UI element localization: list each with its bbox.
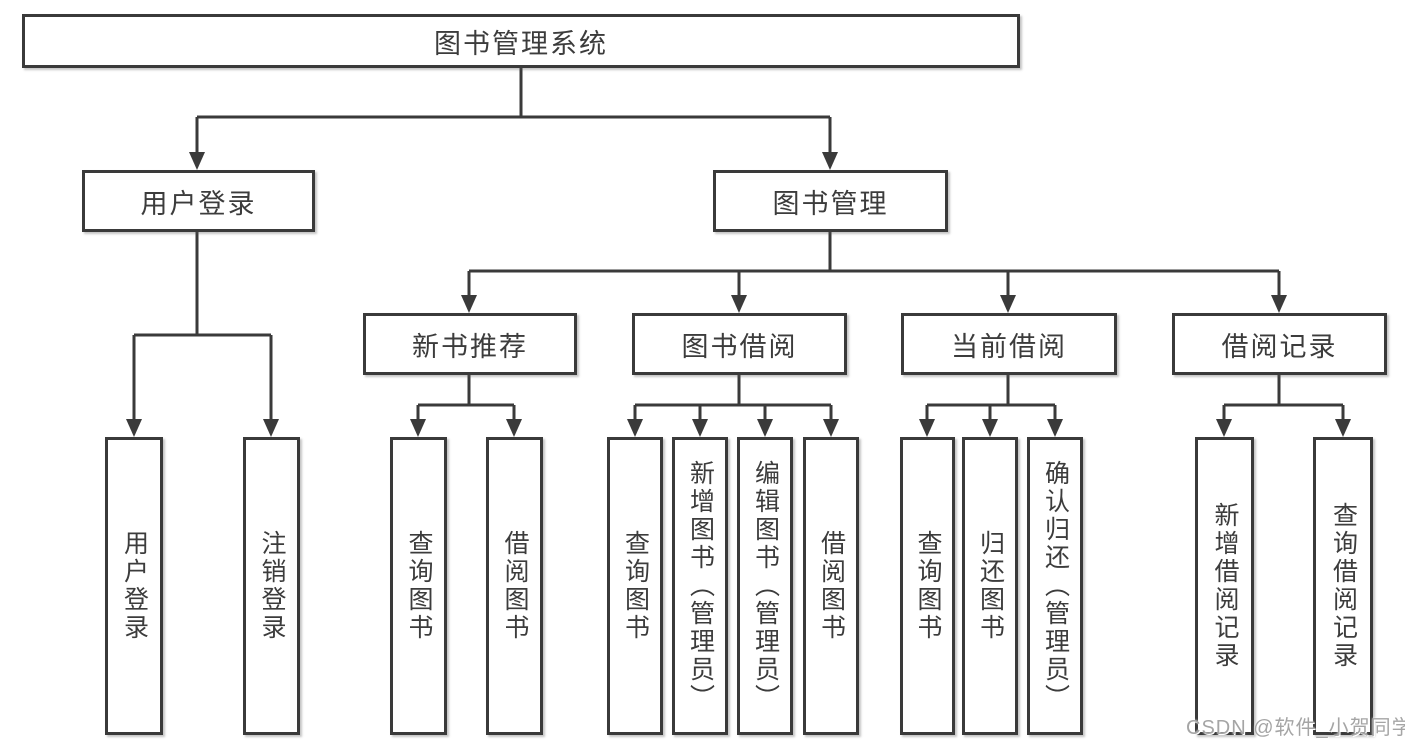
leaf-confirm-return-admin: 确认归还（管理员） <box>1027 437 1083 735</box>
leaf-query-books-current: 查询图书 <box>900 437 955 735</box>
leaf-borrow-books: 借阅图书 <box>803 437 859 735</box>
node-current-borrow: 当前借阅 <box>901 313 1117 375</box>
leaf-user-login: 用户登录 <box>105 437 163 735</box>
node-book-management: 图书管理 <box>713 170 948 232</box>
leaf-borrow-books-recommend: 借阅图书 <box>486 437 543 735</box>
leaf-logout: 注销登录 <box>243 437 300 735</box>
leaf-add-books-admin: 新增图书（管理员） <box>672 437 728 735</box>
node-book-borrow: 图书借阅 <box>632 313 847 375</box>
csdn-watermark: CSDN @软件_小贺同学 <box>1186 717 1405 739</box>
leaf-query-books-recommend: 查询图书 <box>390 437 447 735</box>
leaf-query-borrow-record: 查询借阅记录 <box>1313 437 1373 735</box>
leaf-query-books-borrow: 查询图书 <box>607 437 663 735</box>
leaf-add-borrow-record: 新增借阅记录 <box>1195 437 1254 735</box>
node-new-book-recommend: 新书推荐 <box>363 313 577 375</box>
leaf-edit-books-admin: 编辑图书（管理员） <box>737 437 793 735</box>
leaf-return-books: 归还图书 <box>962 437 1018 735</box>
node-user-login: 用户登录 <box>82 170 315 232</box>
node-borrow-records: 借阅记录 <box>1172 313 1387 375</box>
node-root: 图书管理系统 <box>22 14 1020 68</box>
